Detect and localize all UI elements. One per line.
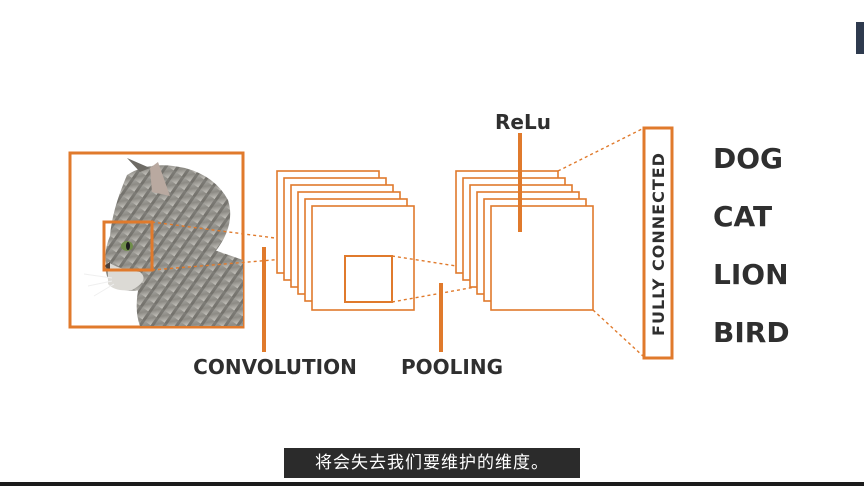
class-label: CAT [713,200,772,233]
convolution-label: CONVOLUTION [193,355,357,379]
convolution-stack [276,170,415,311]
cat-image [83,158,243,326]
label-pointers [262,133,522,352]
relu-label: ReLu [495,110,551,134]
class-label: BIRD [713,316,790,349]
corner-marker [856,22,864,54]
class-label: DOG [713,142,783,175]
kernel-projection [151,221,345,271]
fully-connected-label: FULLY CONNECTED [649,152,668,336]
class-label: LION [713,258,789,291]
pooling-stack [455,170,594,311]
class-labels: DOG CAT LION BIRD [713,142,790,349]
input-image [68,151,245,329]
fc-projection [557,127,645,358]
pooling-label: POOLING [401,355,503,379]
fully-connected-box [642,126,674,360]
bottom-bar [0,482,864,486]
video-subtitle: 将会失去我们要维护的维度。 [284,448,580,478]
